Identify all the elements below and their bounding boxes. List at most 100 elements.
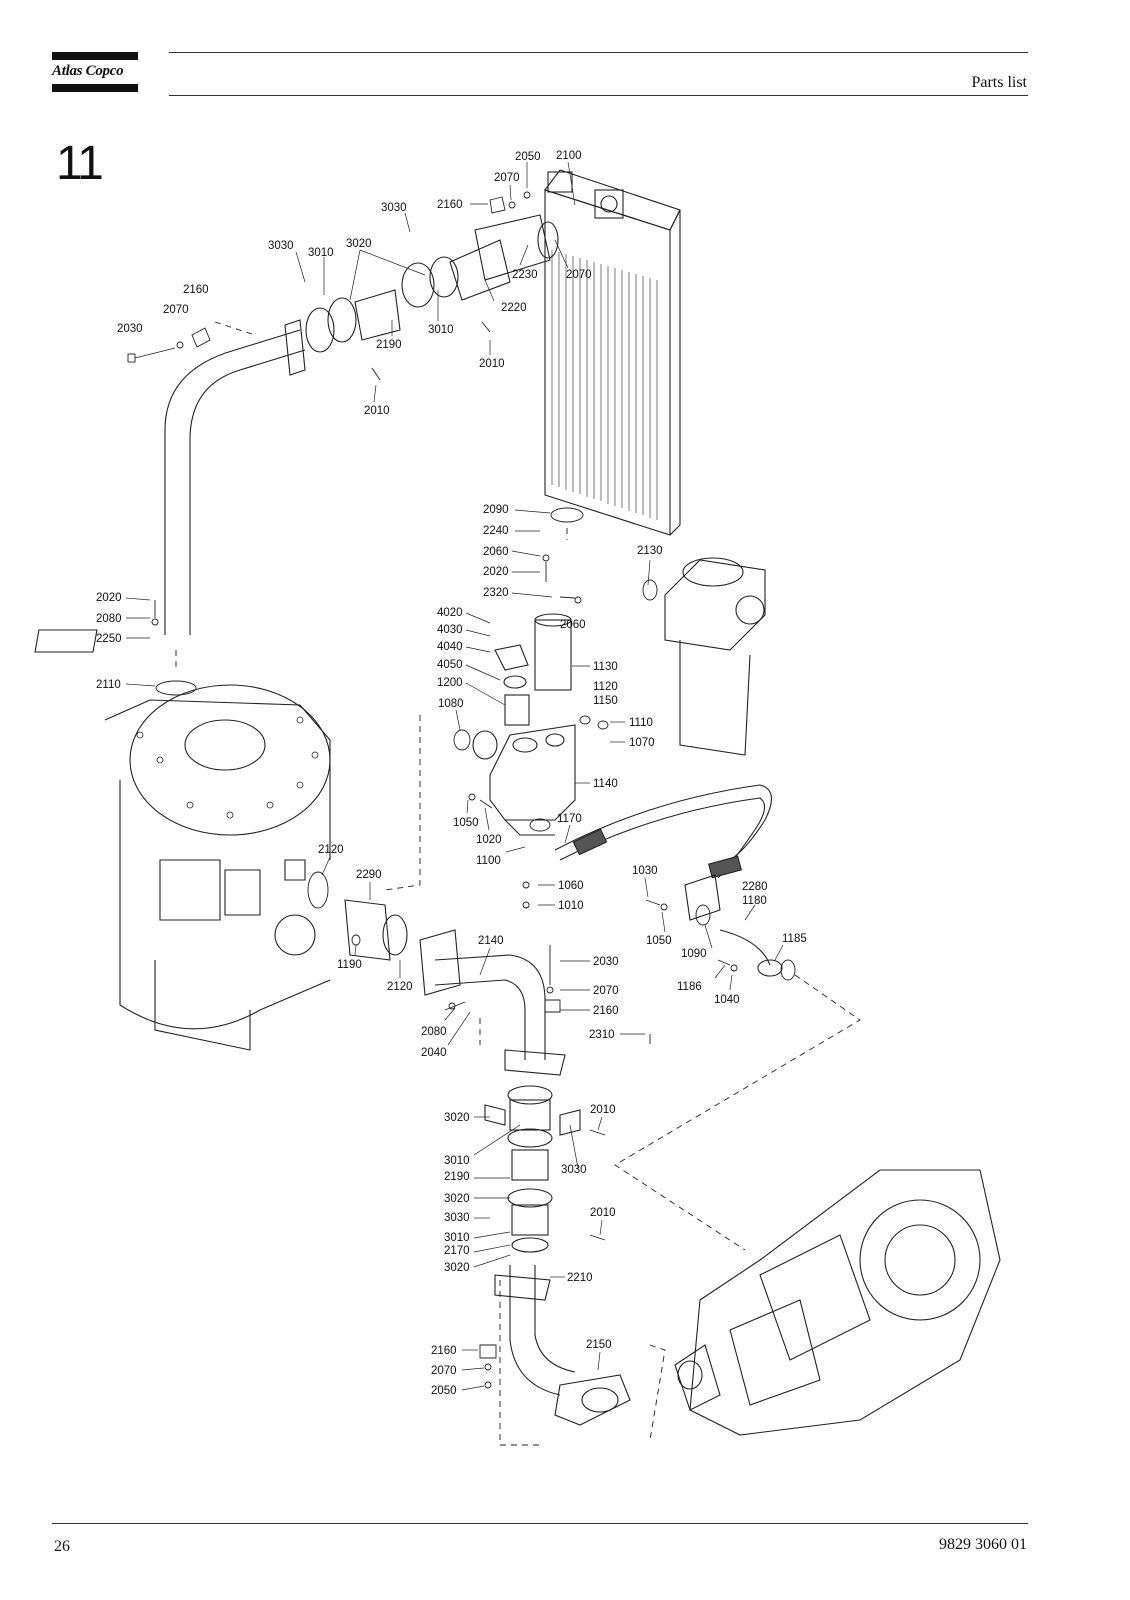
callout-label: 2140 (478, 935, 504, 947)
callout-label: 2010 (479, 358, 505, 370)
flexible-hose-drawing (554, 784, 783, 977)
callout-label: 2160 (437, 199, 463, 211)
callout-label: 2050 (515, 151, 541, 163)
callout-label: 1030 (632, 865, 658, 877)
callout-label: 1200 (437, 677, 463, 689)
callout-label: 2190 (376, 339, 402, 351)
callout-label: 2110 (96, 679, 121, 691)
callout-label: 2160 (431, 1345, 457, 1357)
callout-label: 2160 (183, 284, 209, 296)
callout-label: 2070 (566, 269, 592, 281)
callout-label: 4050 (437, 659, 463, 671)
callout-label: 1080 (438, 698, 464, 710)
callout-label: 3010 (444, 1155, 470, 1167)
callout-label: 3020 (444, 1262, 470, 1274)
callout-label: 1120 (593, 681, 618, 693)
callout-label: 2240 (483, 525, 509, 537)
middle-pipe-drawing (344, 899, 566, 1076)
callout-label: 2160 (593, 1005, 619, 1017)
callout-label: 1020 (476, 834, 502, 846)
lower-coupling-drawing (484, 1085, 581, 1253)
callout-label: 2280 (742, 881, 768, 893)
callout-label: 1070 (629, 737, 655, 749)
callout-label: 1130 (593, 661, 618, 673)
callout-label: 1185 (782, 933, 807, 945)
footer-rule (52, 1523, 1028, 1524)
document-number: 9829 3060 01 (939, 1536, 1027, 1553)
callout-label: 2100 (556, 150, 582, 162)
callout-label: 2030 (117, 323, 143, 335)
section-title: Parts list (971, 74, 1027, 91)
callout-label: 2020 (483, 566, 509, 578)
callout-label: 2050 (431, 1385, 457, 1397)
callout-label: 2190 (444, 1171, 470, 1183)
callout-label: 1140 (593, 778, 618, 790)
callout-label: 2320 (483, 587, 509, 599)
hardware-drawing (127, 191, 796, 1389)
callout-label: 2220 (501, 302, 527, 314)
callout-label: 4040 (437, 641, 463, 653)
callout-label: 3020 (444, 1193, 470, 1205)
callout-label: 1170 (557, 813, 582, 825)
logo-top-bar (52, 52, 138, 60)
upper-coupling-drawing (305, 214, 559, 353)
callout-label: 3030 (444, 1212, 470, 1224)
callout-label: 1180 (742, 895, 767, 907)
callout-label: 1186 (677, 981, 702, 993)
callout-label: 2250 (96, 633, 122, 645)
compressor-element-drawing (674, 1169, 1001, 1436)
callout-label: 1010 (558, 900, 584, 912)
thermostatic-valve-drawing (472, 613, 576, 836)
callout-label: 3020 (444, 1112, 470, 1124)
callout-label: 2310 (589, 1029, 615, 1041)
header-rule-bottom (169, 95, 1028, 96)
logo-bottom-bar (52, 84, 138, 92)
callout-label: 2070 (163, 304, 189, 316)
callout-label: 1050 (453, 817, 479, 829)
callout-label: 4020 (437, 607, 463, 619)
callout-label: 2010 (590, 1104, 616, 1116)
callout-label: 2170 (444, 1245, 470, 1257)
callout-label: 2290 (356, 869, 382, 881)
callout-label: 2210 (567, 1272, 593, 1284)
callout-label: 2070 (494, 172, 520, 184)
callout-labels: 2050 2100 2070 3030 2160 3030 3010 3020 … (96, 150, 807, 1397)
callout-label: 4030 (437, 624, 463, 636)
callout-label: 1150 (593, 695, 618, 707)
callout-label: 3030 (268, 240, 294, 252)
callout-label: 3030 (381, 202, 407, 214)
callout-label: 2030 (593, 956, 619, 968)
callout-label: 2080 (96, 613, 122, 625)
callout-label: 2120 (387, 981, 413, 993)
callout-label: 1110 (629, 717, 653, 729)
callout-label: 2040 (421, 1047, 447, 1059)
callout-label: 2080 (421, 1026, 447, 1038)
page-number: 26 (54, 1538, 70, 1555)
callout-label: 2130 (637, 545, 663, 557)
upper-pipe-drawing (34, 319, 306, 653)
callout-label: 3010 (444, 1232, 470, 1244)
callout-label: 3020 (346, 238, 372, 250)
callout-label: 1040 (714, 994, 740, 1006)
assembly-dashed-lines (175, 321, 861, 1446)
separator-tank-drawing (104, 684, 331, 1051)
callout-label: 2150 (586, 1339, 612, 1351)
callout-label: 1060 (558, 880, 584, 892)
atlas-copco-logo: Atlas Copco (52, 63, 124, 79)
header-rule-top (169, 52, 1028, 53)
callout-label: 2120 (318, 844, 344, 856)
oil-filter-drawing (664, 557, 766, 756)
callout-label: 1190 (337, 959, 362, 971)
callout-label: 2010 (364, 405, 390, 417)
callout-label: 2230 (512, 269, 538, 281)
callout-label: 3010 (308, 247, 334, 259)
callout-label: 1050 (646, 935, 672, 947)
leader-lines (125, 161, 784, 1391)
callout-label: 2020 (96, 592, 122, 604)
chapter-number: 11 (56, 137, 104, 190)
oil-cooler-drawing (544, 169, 681, 536)
callout-label: 2090 (483, 504, 509, 516)
callout-label: 1090 (681, 948, 707, 960)
callout-label: 1100 (476, 855, 501, 867)
